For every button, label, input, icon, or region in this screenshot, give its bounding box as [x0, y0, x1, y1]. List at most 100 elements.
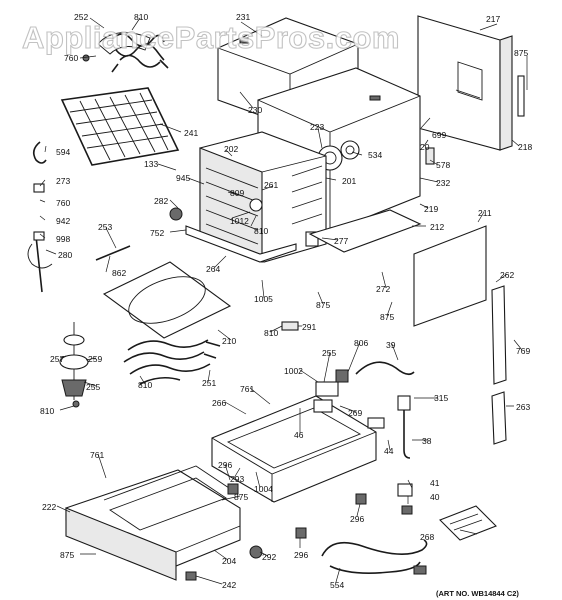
callout[interactable]: 293	[230, 474, 244, 484]
callout[interactable]: 760	[64, 53, 78, 63]
callout[interactable]: 945	[176, 173, 190, 183]
callout[interactable]: 875	[234, 492, 248, 502]
callout[interactable]: 273	[56, 176, 70, 186]
callout[interactable]: 752	[150, 228, 164, 238]
callout[interactable]: 942	[56, 216, 70, 226]
callout[interactable]: 761	[240, 384, 254, 394]
leveling-leg-296[interactable]	[227, 483, 239, 495]
callout[interactable]: 217	[486, 14, 500, 24]
callout[interactable]: 242	[222, 580, 236, 590]
callout[interactable]: 806	[354, 338, 368, 348]
callout[interactable]: 296	[350, 514, 364, 524]
callout[interactable]: 46	[294, 430, 304, 440]
callout[interactable]: 315	[434, 393, 448, 403]
callout[interactable]: 263	[516, 402, 530, 412]
probe-jack[interactable]	[32, 141, 47, 164]
callout[interactable]: 38	[422, 436, 432, 446]
callout[interactable]: 272	[376, 284, 390, 294]
callout[interactable]: 554	[330, 580, 344, 590]
callout[interactable]: 594	[56, 147, 70, 157]
callout[interactable]: 862	[112, 268, 126, 278]
callout[interactable]: 133	[144, 159, 158, 169]
callout[interactable]: 699	[432, 130, 446, 140]
callout[interactable]: 257	[50, 354, 64, 364]
oven-floor-pan[interactable]	[308, 209, 422, 253]
oven-bottom-trim[interactable]	[185, 225, 297, 263]
callout[interactable]: 253	[98, 222, 112, 232]
callout[interactable]: 809	[230, 188, 244, 198]
callout[interactable]: 810	[40, 406, 54, 416]
callout[interactable]: 222	[42, 502, 56, 512]
side-panel[interactable]	[413, 225, 487, 327]
callout[interactable]: 1002	[284, 366, 303, 376]
callout[interactable]: 810	[254, 226, 268, 236]
screw-810a[interactable]	[72, 400, 80, 408]
temperature-sensor[interactable]	[27, 231, 53, 293]
callout[interactable]: 875	[380, 312, 394, 322]
callout[interactable]: 231	[236, 12, 250, 22]
bake-element[interactable]	[123, 339, 221, 385]
callout[interactable]: 39	[386, 340, 396, 350]
bake-element-cover[interactable]	[102, 261, 232, 339]
callout[interactable]: 875	[514, 48, 528, 58]
callout[interactable]: 760	[56, 198, 70, 208]
side-trim-strip-upper[interactable]	[491, 285, 507, 385]
callout[interactable]: 232	[436, 178, 450, 188]
leveling-leg-296b[interactable]	[355, 493, 367, 505]
clip-291[interactable]	[281, 321, 299, 331]
callout[interactable]: 212	[430, 222, 444, 232]
sensor-578[interactable]	[425, 147, 435, 165]
callout[interactable]: 292	[262, 552, 276, 562]
callout[interactable]: 261	[264, 180, 278, 190]
callout[interactable]: 875	[60, 550, 74, 560]
callout[interactable]: 998	[56, 234, 70, 244]
callout[interactable]: 210	[222, 336, 236, 346]
callout[interactable]: 1005	[254, 294, 273, 304]
callout[interactable]: 280	[58, 250, 72, 260]
callout[interactable]: 251	[202, 378, 216, 388]
callout[interactable]: 252	[74, 12, 88, 22]
switch-41[interactable]	[397, 483, 413, 497]
power-cord[interactable]	[321, 539, 428, 575]
leveling-leg-296c[interactable]	[295, 527, 307, 539]
callout[interactable]: 218	[518, 142, 532, 152]
callout[interactable]: 40	[430, 492, 440, 502]
back-panel[interactable]	[417, 15, 525, 151]
drawer-roller-292[interactable]	[249, 545, 263, 559]
callout[interactable]: 204	[222, 556, 236, 566]
oven-rack[interactable]	[60, 87, 180, 166]
callout[interactable]: 277	[334, 236, 348, 246]
callout[interactable]: 230	[248, 105, 262, 115]
callout[interactable]: 291	[302, 322, 316, 332]
callout[interactable]: 769	[516, 346, 530, 356]
callout[interactable]: 282	[154, 196, 168, 206]
terminal-block[interactable]	[313, 369, 349, 413]
callout[interactable]: 44	[384, 446, 394, 456]
callout[interactable]: 255	[86, 382, 100, 392]
callout[interactable]: 223	[310, 122, 324, 132]
side-trim-strip-lower[interactable]	[491, 391, 507, 445]
knob-282[interactable]	[169, 207, 183, 221]
switch-40[interactable]	[401, 505, 413, 515]
oven-liner[interactable]	[199, 131, 327, 263]
callout[interactable]: 201	[342, 176, 356, 186]
callout[interactable]: 262	[500, 270, 514, 280]
callout[interactable]: 534	[368, 150, 382, 160]
callout[interactable]: 296	[218, 460, 232, 470]
callout[interactable]: 255	[322, 348, 336, 358]
callout[interactable]: 1004	[254, 484, 273, 494]
callout[interactable]: 266	[212, 398, 226, 408]
callout[interactable]: 578	[436, 160, 450, 170]
broil-element[interactable]	[97, 32, 169, 73]
callout[interactable]: 761	[90, 450, 104, 460]
callout[interactable]: 20	[420, 142, 430, 152]
drawer-roller-242[interactable]	[185, 571, 197, 581]
callout[interactable]: 269	[348, 408, 362, 418]
wire-harness[interactable]	[355, 361, 415, 459]
callout[interactable]: 202	[224, 144, 238, 154]
convection-fan-assembly[interactable]	[59, 322, 89, 400]
callout[interactable]: 810	[138, 380, 152, 390]
drawer-glide[interactable]	[439, 505, 497, 541]
callout[interactable]: 810	[264, 328, 278, 338]
callout[interactable]: 219	[424, 204, 438, 214]
